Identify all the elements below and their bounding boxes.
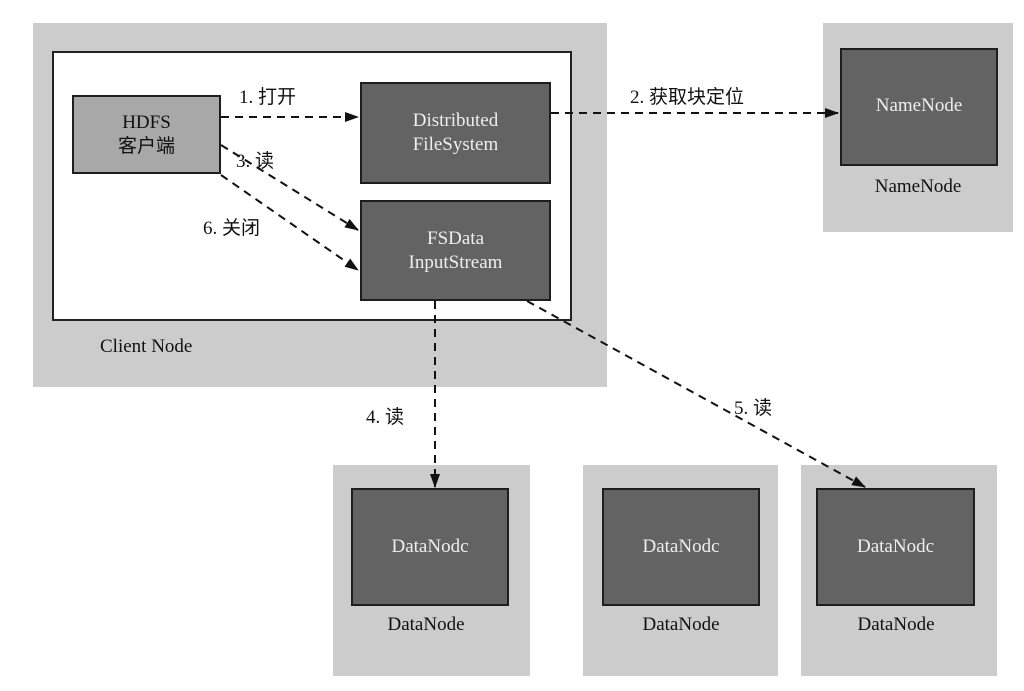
namenode-caption: NameNode (874, 176, 962, 197)
hdfs-client-box[interactable]: HDFS 客户端 (72, 95, 221, 174)
fsdata-line1: FSData (427, 227, 484, 249)
datanode-caption-2: DataNode (642, 614, 720, 635)
datanode-box-label: DataNodc (856, 536, 935, 557)
namenode-box[interactable]: NameNode (840, 48, 998, 166)
step-label-close: 6. 关闭 (203, 218, 261, 239)
distributed-filesystem-box[interactable]: Distributed FileSystem (360, 82, 551, 184)
datanode-box-3[interactable]: DataNodc (816, 488, 975, 606)
arrow-read-5 (526, 300, 866, 488)
dfs-line1: Distributed (412, 110, 499, 131)
fsdata-line2: InputStream (408, 251, 503, 273)
client-node-caption: Client Node (100, 336, 193, 357)
datanode-box-1[interactable]: DataNodc (351, 488, 509, 606)
datanode-caption-3: DataNode (857, 614, 935, 635)
step-label-get-block-locations: 2. 获取块定位 (630, 87, 745, 108)
step-label-open: 1. 打开 (239, 87, 297, 108)
namenode-box-label: NameNode (875, 95, 963, 116)
datanode-box-label: DataNodc (642, 536, 720, 557)
dfs-line2: FileSystem (412, 134, 499, 155)
datanode-box-2[interactable]: DataNodc (602, 488, 760, 606)
datanode-box-label: DataNodc (391, 536, 469, 557)
step-label-read-3: 3. 读 (236, 151, 275, 172)
datanode-caption-1: DataNode (387, 614, 465, 635)
fsdata-inputstream-box[interactable]: FSData InputStream (360, 200, 551, 301)
step-label-read-4: 4. 读 (366, 407, 405, 428)
hdfs-client-line1: HDFS (122, 111, 171, 133)
hdfs-client-line2: 客户端 (117, 135, 175, 157)
step-label-read-5: 5. 读 (734, 398, 773, 419)
